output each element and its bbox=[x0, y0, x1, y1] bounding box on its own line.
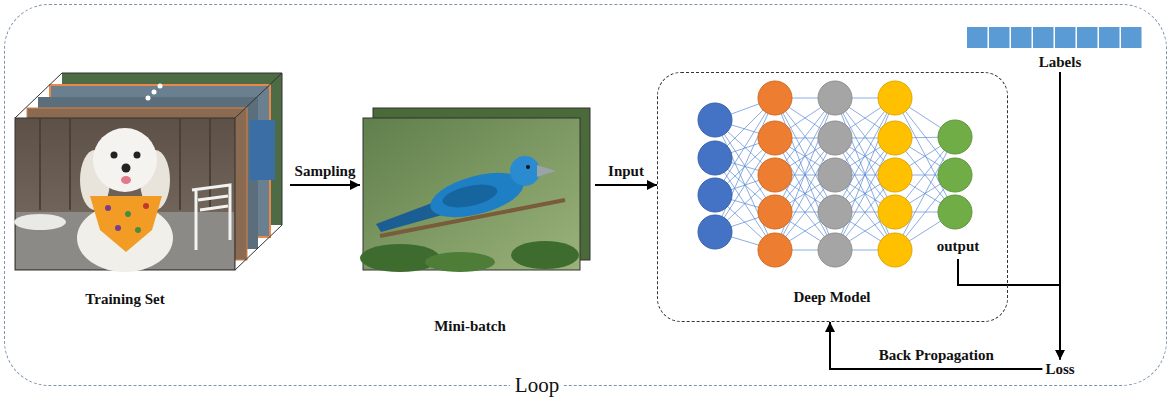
connector-arrow bbox=[830, 322, 1042, 369]
connector-arrow bbox=[290, 184, 360, 186]
neuron bbox=[938, 120, 972, 154]
neuron bbox=[698, 141, 732, 175]
caption: Mini-batch bbox=[434, 318, 506, 335]
output-leader bbox=[958, 259, 1008, 285]
neuron bbox=[758, 121, 792, 155]
neuron bbox=[818, 121, 852, 155]
neuron bbox=[878, 81, 912, 115]
neuron bbox=[878, 158, 912, 192]
edge-label: Sampling bbox=[293, 163, 358, 180]
network-weight bbox=[835, 138, 895, 250]
network-weight bbox=[775, 138, 835, 250]
connector-arrow bbox=[1008, 285, 1060, 360]
labels-block: Labels bbox=[965, 25, 1155, 72]
connector-arrow bbox=[595, 184, 657, 186]
neuron bbox=[758, 233, 792, 267]
training-set: Training Set bbox=[12, 70, 290, 315]
neuron bbox=[698, 103, 732, 137]
neuron bbox=[878, 233, 912, 267]
network-weight bbox=[895, 137, 955, 250]
connector-arrow bbox=[1059, 72, 1061, 360]
neuron bbox=[698, 178, 732, 212]
neural-network bbox=[698, 81, 972, 267]
neuron bbox=[818, 195, 852, 229]
neuron bbox=[878, 121, 912, 155]
labels-caption: Labels bbox=[1039, 54, 1082, 71]
neuron bbox=[758, 81, 792, 115]
loop-region: LoopTraining SetMini-batchDeep Modeloutp… bbox=[4, 4, 1167, 386]
deep-model-box: Deep Model output bbox=[657, 72, 1008, 322]
loop-label: Loop bbox=[510, 373, 564, 398]
box-title: Deep Model bbox=[793, 289, 870, 306]
mini-batch: Mini-batch bbox=[360, 105, 595, 340]
neuron bbox=[758, 158, 792, 192]
caption: Training Set bbox=[85, 291, 164, 308]
labels-bar bbox=[967, 27, 1142, 48]
neuron bbox=[698, 215, 732, 249]
network-weight bbox=[895, 98, 955, 212]
dog-photo bbox=[14, 118, 235, 272]
loss-node: Loss bbox=[1042, 360, 1077, 379]
output-label: output bbox=[937, 238, 980, 255]
neuron bbox=[818, 233, 852, 267]
bird-photo bbox=[360, 108, 590, 272]
loss-label: Loss bbox=[1045, 361, 1074, 378]
neuron bbox=[818, 158, 852, 192]
edge-label: Back Propagation bbox=[877, 347, 996, 364]
edge-label: Input bbox=[606, 163, 646, 180]
neuron bbox=[758, 195, 792, 229]
neuron bbox=[938, 158, 972, 192]
neuron bbox=[938, 195, 972, 229]
neuron bbox=[878, 195, 912, 229]
neuron bbox=[818, 81, 852, 115]
